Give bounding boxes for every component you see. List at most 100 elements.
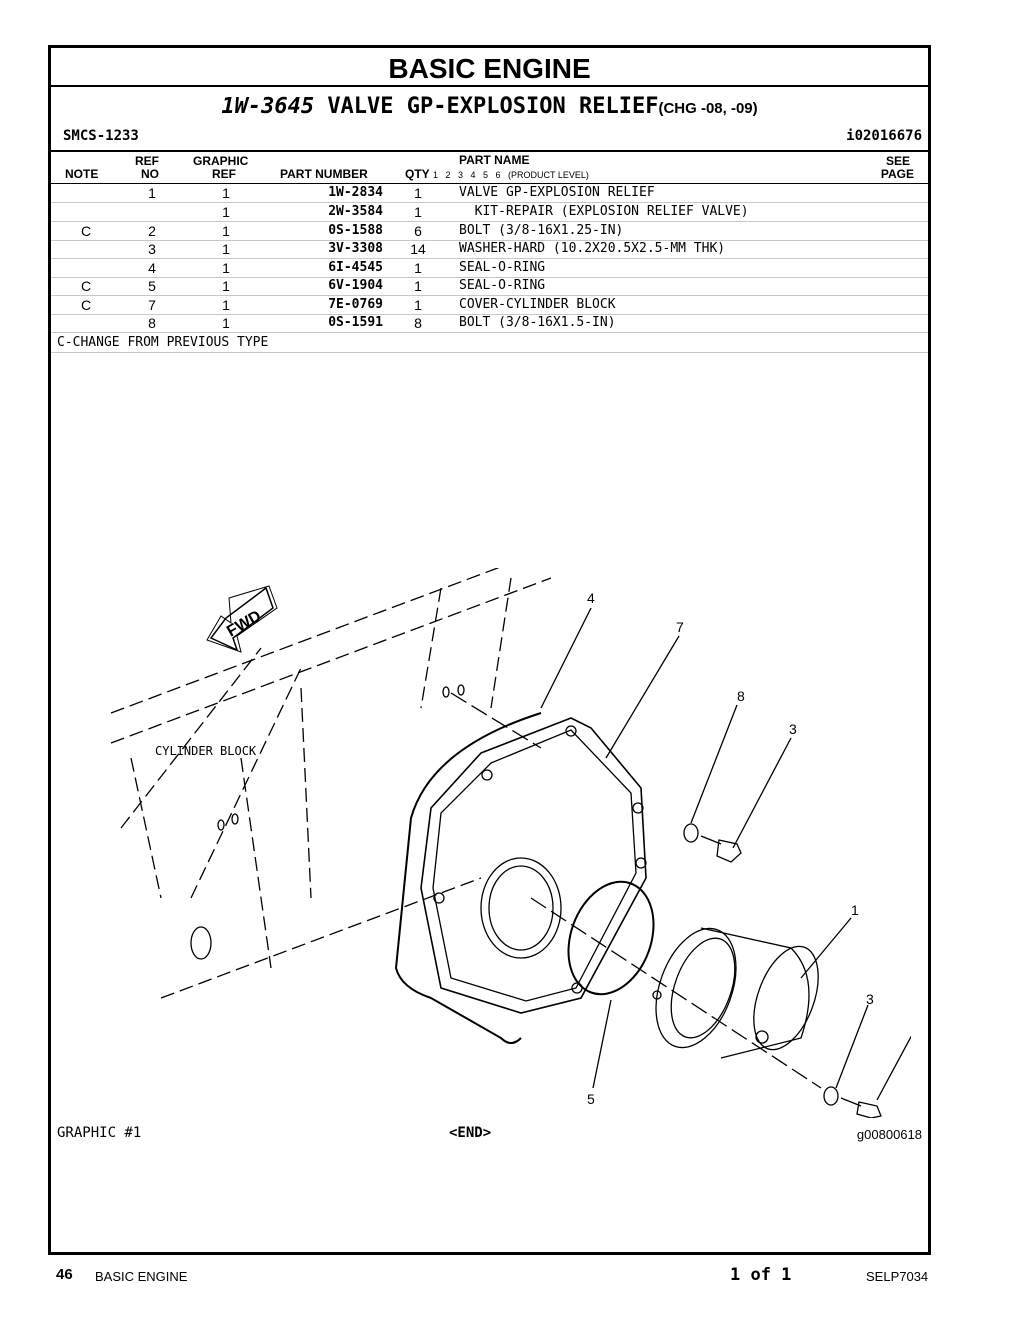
- table-row: C 2 1 0S-1588 6 BOLT (3/8-16X1.25-IN): [51, 222, 928, 241]
- change-footnote: C-CHANGE FROM PREVIOUS TYPE: [57, 335, 269, 350]
- row-graphic-ref: 1: [222, 315, 230, 331]
- header-ref-bottom: NO: [141, 167, 159, 181]
- header-see-bottom: PAGE: [880, 167, 914, 181]
- document-id: SELP7034: [866, 1269, 929, 1284]
- row-qty: 6: [414, 223, 422, 239]
- row-part-name: SEAL-O-RING: [459, 260, 546, 275]
- callout-7: 7: [676, 619, 684, 635]
- footer-section: BASIC ENGINE: [95, 1269, 188, 1284]
- row-part-name: COVER-CYLINDER BLOCK: [459, 297, 616, 312]
- row-part-number[interactable]: 0S-1588: [328, 223, 383, 238]
- row-graphic-ref: 1: [222, 297, 230, 313]
- row-note: C: [80, 223, 92, 239]
- row-ref: 3: [148, 241, 156, 257]
- table-row: 1 1 1W-2834 1 VALVE GP-EXPLOSION RELIEF: [51, 184, 928, 203]
- leader-8: [690, 704, 738, 824]
- table-row: 3 1 3V-3308 14 WASHER-HARD (10.2X20.5X2.…: [51, 240, 928, 259]
- leader-4: [540, 607, 592, 709]
- header-graphic-top: GRAPHIC: [193, 154, 249, 168]
- callout-1: 1: [851, 902, 859, 918]
- row-graphic-ref: 1: [222, 278, 230, 294]
- bolt-washer-lower: [823, 1086, 882, 1118]
- row-part-name: SEAL-O-RING: [459, 278, 546, 293]
- header-divider: [51, 183, 928, 184]
- row-qty: 1: [414, 185, 422, 201]
- row-qty: 1: [414, 204, 422, 220]
- row-ref: 5: [148, 278, 156, 294]
- table-row: 8 1 0S-1591 8 BOLT (3/8-16X1.5-IN): [51, 314, 928, 333]
- row-note: C: [80, 297, 92, 313]
- row-part-number[interactable]: 6I-4545: [328, 260, 383, 275]
- graphic-id: g00800618: [856, 1127, 922, 1142]
- row-qty: 1: [414, 278, 422, 294]
- page-frame: BASIC ENGINE 1W-3645 VALVE GP-EXPLOSION …: [48, 45, 931, 1255]
- table-row: 1 2W-3584 1 KIT-REPAIR (EXPLOSION RELIEF…: [51, 203, 928, 222]
- row-ref: 8: [148, 315, 156, 331]
- leader-2: [876, 1035, 911, 1101]
- table-row: C 7 1 7E-0769 1 COVER-CYLINDER BLOCK: [51, 296, 928, 315]
- row-ref: 4: [148, 260, 156, 276]
- block-hole: [217, 819, 225, 831]
- assembly-axis: [530, 897, 822, 1089]
- smcs-code: SMCS-1233: [63, 128, 139, 144]
- header-ref-top: REF: [135, 154, 159, 168]
- row-part-name: KIT-REPAIR (EXPLOSION RELIEF VALVE): [459, 204, 749, 219]
- seal-axis: [450, 692, 542, 749]
- row-graphic-ref: 1: [222, 241, 230, 257]
- row-graphic-ref: 1: [222, 185, 230, 201]
- page-number: 46: [56, 1266, 73, 1283]
- row-qty: 8: [414, 315, 422, 331]
- header-note: NOTE: [65, 167, 99, 181]
- leader-1: [800, 917, 852, 979]
- seal-o-ring-valve: [567, 880, 655, 996]
- cover-cylinder-block: [420, 717, 647, 1014]
- info-id: i02016676: [846, 128, 922, 144]
- row-qty: 1: [414, 260, 422, 276]
- row-part-number[interactable]: 1W-2834: [328, 185, 383, 200]
- row-note: C: [80, 278, 92, 294]
- leader-3-upper: [732, 737, 792, 849]
- cylinder-block-outline: [110, 568, 552, 999]
- header-part-name: PART NAME: [459, 153, 530, 167]
- row-graphic-ref: 1: [222, 204, 230, 220]
- exploded-view-illustration: FWD CYLINDER BLOCK: [110, 568, 911, 1118]
- header-product-levels: 1 2 3 4 5 6 (PRODUCT LEVEL): [433, 170, 589, 180]
- graphic-label: GRAPHIC #1: [57, 1125, 142, 1141]
- bolt-washer-upper: [683, 823, 742, 863]
- row-graphic-ref: 1: [222, 260, 230, 276]
- section-title: BASIC ENGINE: [388, 53, 591, 84]
- block-hole: [457, 684, 465, 696]
- end-marker: <END>: [449, 1125, 492, 1141]
- smcs-divider: [51, 150, 928, 152]
- row-part-number[interactable]: 6V-1904: [328, 278, 383, 293]
- row-part-number[interactable]: 2W-3584: [328, 204, 383, 219]
- header-qty: QTY: [405, 167, 430, 181]
- row-qty: 14: [410, 241, 426, 257]
- table-row: 4 1 6I-4545 1 SEAL-O-RING: [51, 259, 928, 278]
- header-graphic-bottom: REF: [212, 167, 236, 181]
- table-row: C 5 1 6V-1904 1 SEAL-O-RING: [51, 277, 928, 296]
- callout-8: 8: [737, 688, 745, 704]
- row-part-name: BOLT (3/8-16X1.5-IN): [459, 315, 616, 330]
- page-of: 1 of 1: [730, 1265, 792, 1285]
- block-hole: [442, 686, 450, 698]
- row-part-number[interactable]: 3V-3308: [328, 241, 383, 256]
- header-see-top: SEE: [885, 154, 910, 168]
- callout-5: 5: [587, 1091, 595, 1107]
- callout-3: 3: [789, 721, 797, 737]
- row-part-number[interactable]: 0S-1591: [328, 315, 383, 330]
- block-bore: [190, 926, 212, 960]
- title-divider: [51, 85, 928, 87]
- row-graphic-ref: 1: [222, 223, 230, 239]
- row-ref: 1: [148, 185, 156, 201]
- cylinder-block-label: CYLINDER BLOCK: [155, 744, 257, 758]
- row-ref: 2: [148, 223, 156, 239]
- group-part-number: 1W-3645: [221, 94, 315, 119]
- row-part-name: VALVE GP-EXPLOSION RELIEF: [459, 185, 655, 200]
- header-part-number: PART NUMBER: [280, 167, 368, 181]
- fwd-arrow-icon: [206, 585, 278, 653]
- row-part-number[interactable]: 7E-0769: [328, 297, 383, 312]
- group-name: VALVE GP-EXPLOSION RELIEF: [327, 94, 659, 119]
- seal-o-ring-cover: [394, 712, 542, 1044]
- leader-5: [592, 999, 612, 1089]
